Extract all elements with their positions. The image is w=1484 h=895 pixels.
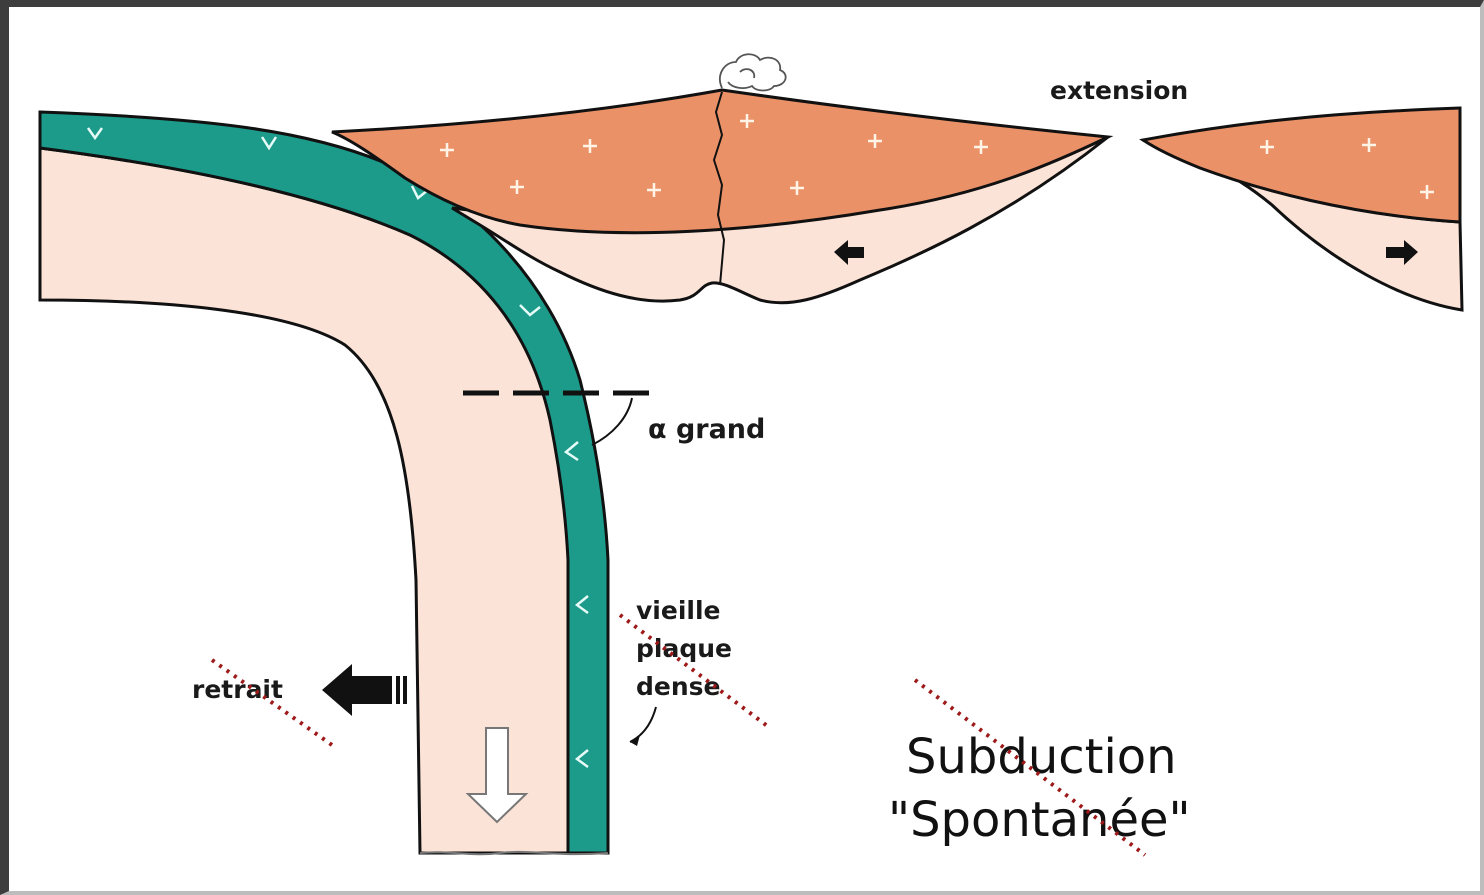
title-line1: Subduction [906, 729, 1177, 785]
label-extension: extension [1050, 76, 1188, 105]
label-retrait: retrait [192, 675, 283, 704]
label-alpha-grand: α grand [648, 414, 765, 445]
angle-arc [592, 398, 632, 445]
subducting-lithosphere [40, 148, 608, 853]
volcano-smoke-icon [720, 54, 786, 90]
title-line2: "Spontanée" [888, 792, 1191, 848]
subduction-diagram: extension α grand vieille plaque dense r… [9, 7, 1484, 891]
label-plate-line3: dense [636, 672, 721, 701]
label-plate-line1: vieille [636, 596, 721, 625]
retreat-arrow-icon [322, 664, 407, 716]
plate-pointer-arrow [630, 707, 656, 742]
